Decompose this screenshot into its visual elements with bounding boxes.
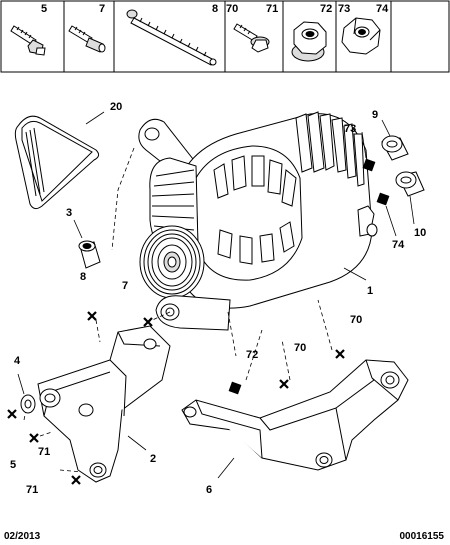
callout-20: 20 <box>110 101 122 113</box>
header-ref-73: 73 <box>338 3 350 15</box>
callout-71-lower: 71 <box>26 484 38 496</box>
bolt-marker-70 <box>335 349 345 359</box>
vent-slots <box>213 155 297 265</box>
bolt-marker-70 <box>279 379 289 389</box>
nut-marker-73 <box>362 158 376 172</box>
washer <box>20 394 36 414</box>
callout-70-upper: 70 <box>350 314 362 326</box>
bolt-marker-71 <box>71 475 81 485</box>
header-ref-72: 72 <box>320 3 332 15</box>
header-ref-74: 74 <box>376 3 389 15</box>
callout-4: 4 <box>14 355 21 367</box>
header-ref-70: 70 <box>226 3 238 15</box>
nut-marker-74 <box>376 192 390 206</box>
header-ref-8: 8 <box>212 3 218 15</box>
callout-72: 72 <box>246 349 258 361</box>
bolt-marker-5 <box>7 409 17 419</box>
rubber-bushing-lower <box>395 171 425 197</box>
callout-9: 9 <box>372 109 378 121</box>
alternator-assembly <box>138 111 378 331</box>
callout-7: 7 <box>122 280 128 292</box>
header-ref-7: 7 <box>99 3 105 15</box>
callout-2: 2 <box>150 453 156 465</box>
callout-70-lower: 70 <box>294 342 306 354</box>
callout-73: 73 <box>344 123 356 135</box>
nut-icon <box>341 17 381 55</box>
flanged-bolt-icon <box>233 23 270 53</box>
rubber-bushing-upper <box>381 135 409 161</box>
callout-3: 3 <box>66 207 72 219</box>
drive-belt <box>14 115 100 210</box>
leader-line <box>217 457 235 479</box>
leader-line <box>17 373 25 395</box>
stud-bolt-icon <box>68 25 106 53</box>
callout-74: 74 <box>392 239 405 251</box>
bolt-marker-7 <box>143 317 153 327</box>
callout-6: 6 <box>206 484 212 496</box>
header-ref-5: 5 <box>41 3 47 15</box>
footer-doc-number: 00016155 <box>399 531 445 542</box>
leader-line <box>127 435 147 451</box>
bolt-marker-71 <box>29 433 39 443</box>
nut-marker-72 <box>228 381 242 395</box>
callout-71-upper: 71 <box>38 446 50 458</box>
callout-5: 5 <box>10 459 16 471</box>
callout-1: 1 <box>367 285 373 297</box>
header-parts-strip <box>0 0 450 73</box>
leader-line <box>73 219 83 239</box>
header-ref-71: 71 <box>266 3 278 15</box>
pulley <box>139 225 205 299</box>
callout-8: 8 <box>80 271 86 283</box>
leader-lines <box>343 119 415 281</box>
callout-10: 10 <box>414 227 426 239</box>
mounting-bracket-right <box>181 359 409 471</box>
footer-date: 02/2013 <box>4 531 41 542</box>
bolt-position-markers <box>7 311 345 485</box>
long-threaded-bolt-icon <box>126 9 217 66</box>
screw-icon <box>10 25 46 56</box>
bushing-sleeve <box>78 240 101 269</box>
leader-line <box>85 111 105 125</box>
cooling-fins <box>295 111 365 187</box>
bolt-marker-8 <box>87 311 97 321</box>
mounting-bracket-left <box>37 325 171 483</box>
flanged-nut-icon <box>291 21 327 62</box>
